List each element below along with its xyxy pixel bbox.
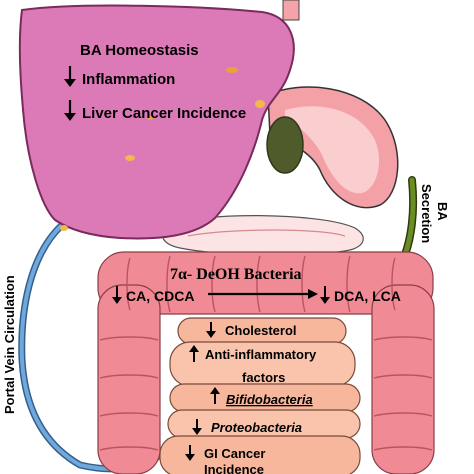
liver-item-label: Inflammation <box>82 71 175 88</box>
effect-label-line2: factors <box>242 370 285 385</box>
liver <box>18 4 295 240</box>
right-arrow-icon <box>208 289 318 299</box>
liver-spot <box>147 116 153 120</box>
effect-label: GI Cancer <box>204 446 265 461</box>
esophagus <box>282 0 300 21</box>
effect-label: Anti-inflammatory <box>205 347 317 362</box>
stomach-inner <box>285 106 380 194</box>
up-arrow-icon <box>189 345 199 362</box>
down-arrow-icon <box>206 322 216 338</box>
coil-band <box>159 435 361 474</box>
effect-proteobacteria: Proteobacteria <box>192 419 302 435</box>
down-arrow-icon <box>185 445 195 461</box>
effect-label: Bifidobacteria <box>226 392 313 407</box>
small-intestine-loop-1 <box>161 215 364 256</box>
small-intestine-loop-2 <box>187 229 346 237</box>
liver-item-label: Liver Cancer Incidence <box>82 105 246 122</box>
liver-title: BA Homeostasis <box>80 42 199 59</box>
gallbladder <box>266 116 304 174</box>
effect-label: Proteobacteria <box>211 420 302 435</box>
conversion-row: CA, CDCA DCA, LCA <box>112 286 401 304</box>
ba-secretion-label: BA Secretion <box>419 184 450 243</box>
colon <box>97 251 435 474</box>
down-arrow-icon <box>64 66 76 87</box>
ba-secretion-line: BA <box>435 202 450 221</box>
colon-transverse <box>97 251 434 315</box>
liver-spot <box>226 67 238 73</box>
effect-bifidobacteria: Bifidobacteria <box>210 387 313 407</box>
colon-haustra <box>99 255 433 451</box>
up-arrow-icon <box>210 387 220 404</box>
colon-descending <box>371 284 435 474</box>
liver-spot <box>60 225 68 231</box>
down-arrow-icon <box>64 100 76 121</box>
effect-anti-inflammatory: Anti-inflammatory factors <box>189 345 317 385</box>
down-arrow-icon <box>320 286 330 304</box>
down-arrow-icon <box>112 286 122 304</box>
effect-cholesterol: Cholesterol <box>206 322 297 338</box>
down-arrow-icon <box>192 419 202 435</box>
bacteria-title: 7α- DeOH Bacteria <box>170 266 302 283</box>
liver-item-inflammation: Inflammation <box>64 66 175 88</box>
effect-label-line2: Incidence <box>204 462 264 474</box>
ba-secretion-line: Secretion <box>419 184 434 243</box>
substrate-label: CA, CDCA <box>126 288 194 304</box>
effect-gi-cancer: GI Cancer Incidence <box>185 445 265 474</box>
effect-label: Cholesterol <box>225 323 297 338</box>
liver-spot <box>255 100 265 108</box>
small-intestine-coils <box>159 317 361 474</box>
liver-item-cancer: Liver Cancer Incidence <box>64 100 246 122</box>
product-label: DCA, LCA <box>334 288 401 304</box>
colon-ascending <box>97 284 161 474</box>
portal-vein-label: Portal Vein Circulation <box>2 275 17 414</box>
liver-spot <box>125 155 135 161</box>
